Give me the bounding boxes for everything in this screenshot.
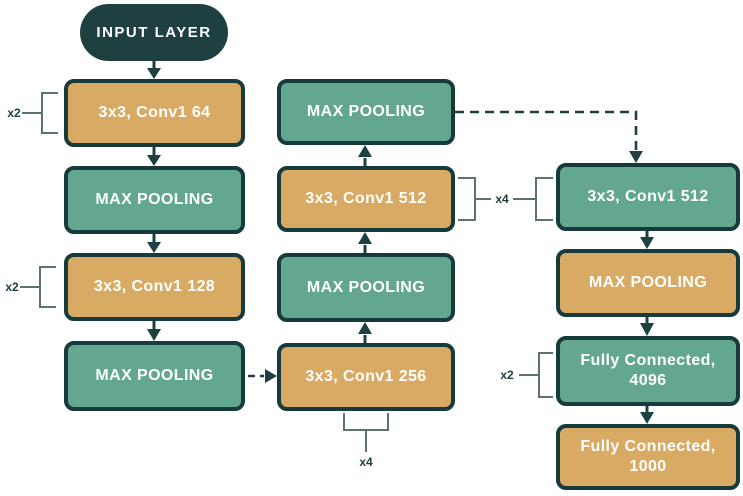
input-layer-node: INPUT LAYER — [80, 4, 228, 61]
node-label: Fully Connected, 1000 — [580, 438, 716, 475]
node-label: Fully Connected, 4096 — [580, 352, 716, 389]
node-fully-connected-1000: Fully Connected, 1000 — [556, 424, 740, 490]
bracket-conv512-pair-x4: x4 — [458, 177, 553, 221]
arrow-fc4096-to-fc1000 — [640, 406, 654, 424]
node-max-pooling-5: MAX POOLING — [556, 249, 740, 317]
multiplier-label-conv256: x4 — [359, 455, 373, 469]
node-label: MAX POOLING — [306, 103, 426, 120]
multiplier-label-conv512: x4 — [495, 192, 509, 206]
node-label: 3x3, Conv1 128 — [93, 278, 216, 295]
bracket-fc4096-x2: x2 — [500, 352, 553, 398]
node-max-pooling-1: MAX POOLING — [64, 166, 245, 234]
arrow-pool1-to-conv128 — [147, 234, 161, 253]
arrow-input-to-conv64 — [147, 61, 161, 79]
arrow-conv512-right-to-pool5 — [640, 231, 654, 249]
node-conv1-128: 3x3, Conv1 128 — [64, 253, 245, 321]
node-max-pooling-3: MAX POOLING — [277, 253, 455, 322]
node-max-pooling-4: MAX POOLING — [277, 79, 455, 145]
arrow-pool3-to-conv512-mid — [358, 232, 372, 253]
arrow-conv256-to-pool3 — [358, 322, 372, 343]
node-conv1-512-middle: 3x3, Conv1 512 — [277, 166, 455, 232]
arrow-conv128-to-pool2 — [147, 321, 161, 341]
dashed-arrow-pool4-to-conv512-right — [455, 110, 643, 163]
bracket-conv256-x4: x4 — [343, 413, 389, 469]
bracket-conv128-x2: x2 — [5, 266, 56, 308]
node-max-pooling-2: MAX POOLING — [64, 341, 245, 411]
node-conv1-512-right: 3x3, Conv1 512 — [556, 163, 740, 231]
node-conv1-64: 3x3, Conv1 64 — [64, 79, 245, 147]
arrow-conv512-mid-to-pool4 — [358, 145, 372, 166]
arrow-conv64-to-pool1 — [147, 147, 161, 166]
bracket-conv64-x2: x2 — [7, 92, 58, 134]
input-layer-label: INPUT LAYER — [96, 24, 212, 41]
node-label: 3x3, Conv1 256 — [305, 368, 427, 385]
node-label: MAX POOLING — [588, 274, 708, 291]
node-label: MAX POOLING — [306, 278, 426, 296]
dashed-arrow-pool2-to-conv256 — [248, 369, 277, 383]
node-label: MAX POOLING — [95, 191, 214, 208]
multiplier-label-conv64: x2 — [7, 106, 21, 120]
multiplier-label-conv128: x2 — [5, 280, 19, 294]
node-label: MAX POOLING — [95, 367, 214, 384]
node-conv1-256: 3x3, Conv1 256 — [277, 343, 455, 411]
arrow-pool5-to-fc4096 — [640, 317, 654, 336]
multiplier-label-fc4096: x2 — [500, 368, 514, 382]
node-label: 3x3, Conv1 64 — [98, 104, 211, 121]
node-fully-connected-4096: Fully Connected, 4096 — [556, 336, 740, 406]
node-label: 3x3, Conv1 512 — [587, 188, 709, 205]
node-label: 3x3, Conv1 512 — [305, 190, 427, 207]
